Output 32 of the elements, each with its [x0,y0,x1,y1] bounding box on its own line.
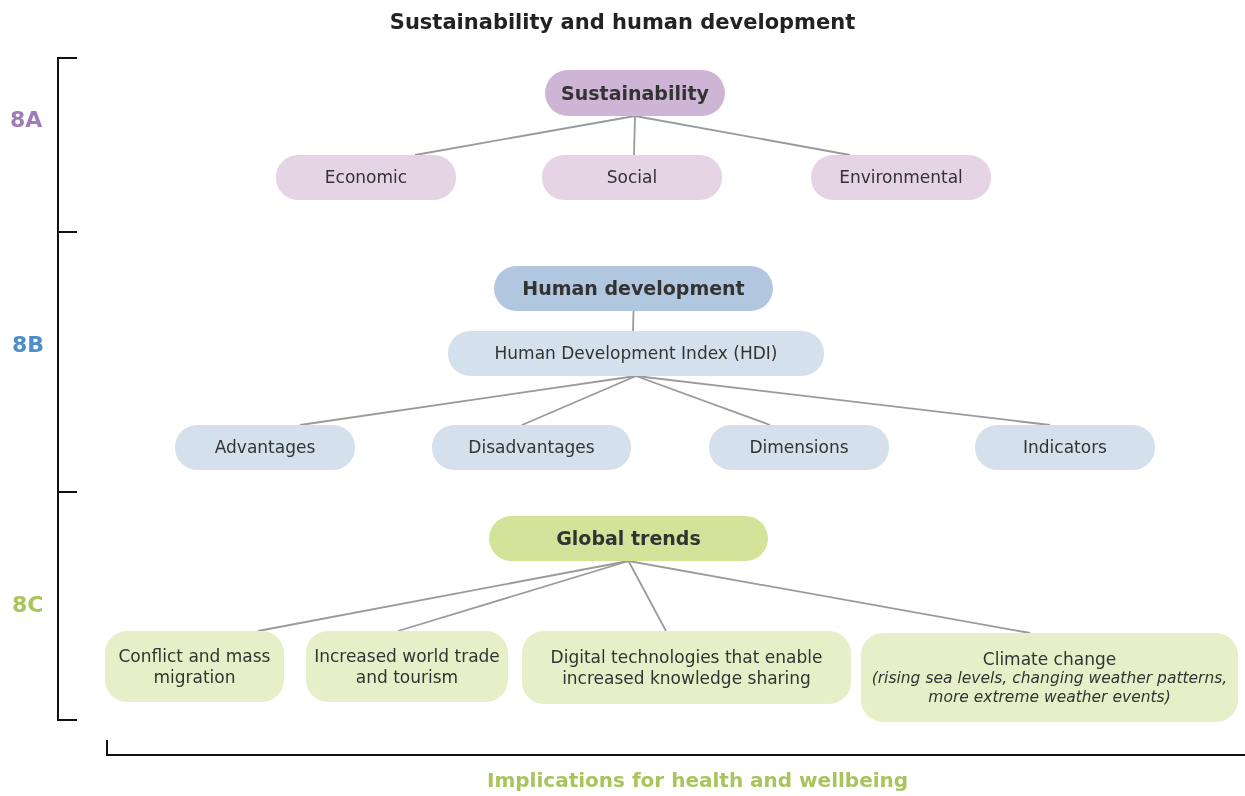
connector-line [632,310,635,332]
connector-line [627,560,1031,634]
connector-line [397,560,630,632]
topic-box: Dimensions [709,425,889,470]
connector-line [627,560,667,632]
section-label: 8A [10,107,43,132]
heading-box: Human development [494,266,773,311]
heading-box: Sustainability [545,70,725,116]
topic-box: Disadvantages [432,425,631,470]
section-label: 8B [12,332,45,357]
axis-label: Implications for health and wellbeing [487,768,909,792]
topic-box: Indicators [975,425,1155,470]
topic-box: Economic [276,155,456,200]
box-note: (rising sea levels, changing weather patterns, more extreme weather events) [870,669,1229,707]
topic-box: Advantages [175,425,355,470]
topic-box: Digital technologies that enable increased knowledge sharing [522,631,851,704]
topic-box: Social [542,155,722,200]
topic-box: Environmental [811,155,991,200]
diagram-title: Sustainability and human development [388,10,857,34]
topic-box: Human Development Index (HDI) [448,331,824,376]
connector-line [414,115,636,156]
connector-line [634,115,851,156]
topic-box: Increased world trade and tourism [306,631,508,702]
connector-line [633,115,636,156]
box-text: Climate change [982,648,1117,670]
connector-line [521,375,637,426]
topic-box: Conflict and mass migration [105,631,284,702]
topic-box [861,633,1238,722]
connector-line [635,375,1051,426]
connector-line [635,375,771,426]
heading-box: Global trends [489,516,768,561]
section-label: 8C [12,592,44,617]
